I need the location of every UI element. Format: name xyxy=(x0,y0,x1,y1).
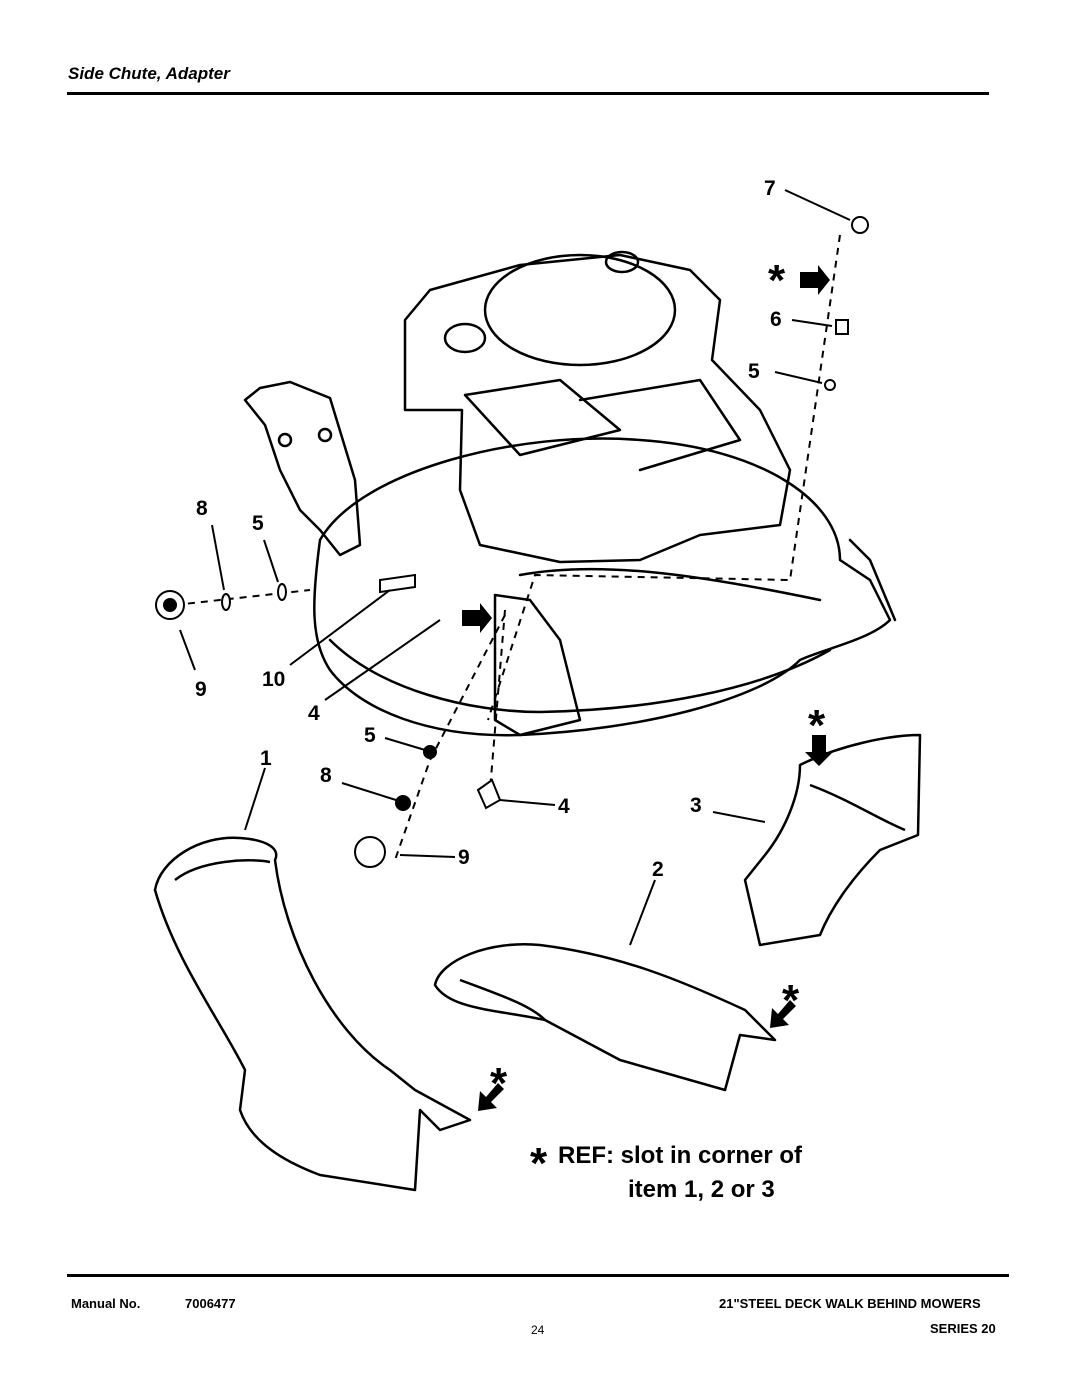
callout-5-upper: 5 xyxy=(252,512,264,535)
height-lever xyxy=(848,538,897,622)
callout-2: 2 xyxy=(652,858,664,881)
deflector-item-3 xyxy=(743,733,922,947)
ref-note-line2: item 1, 2 or 3 xyxy=(628,1176,775,1203)
svg-text:*: * xyxy=(490,1059,508,1108)
callout-4-upper: 4 xyxy=(308,702,320,725)
ref-note-line1: REF: slot in corner of xyxy=(558,1142,803,1169)
callout-4-lower: 4 xyxy=(558,795,570,818)
svg-text:*: * xyxy=(782,976,800,1025)
spacer-6 xyxy=(835,319,849,335)
callout-10: 10 xyxy=(262,668,285,691)
page-number: 24 xyxy=(531,1323,545,1337)
engine-body xyxy=(403,253,792,564)
callout-5-top: 5 xyxy=(748,360,760,383)
bolt-4-lower xyxy=(476,778,502,810)
series-label: SERIES 20 xyxy=(930,1321,996,1336)
ref-arrow-mid xyxy=(462,603,492,633)
callout-8-upper: 8 xyxy=(196,497,208,520)
washer-8-upper xyxy=(221,593,231,611)
ref-arrow-item3 xyxy=(805,735,833,766)
washer-5-lower xyxy=(423,745,437,759)
knob-9-lower xyxy=(354,836,386,868)
washer-5-top xyxy=(824,379,836,391)
page-title: Side Chute, Adapter xyxy=(68,64,230,83)
footer-divider xyxy=(67,1274,1009,1277)
oil-cap xyxy=(604,250,640,274)
ref-arrow-top xyxy=(800,265,830,295)
product-title: 21"STEEL DECK WALK BEHIND MOWERS xyxy=(719,1296,981,1311)
svg-text:*: * xyxy=(808,701,826,750)
callout-8-lower: 8 xyxy=(320,764,332,787)
ref-arrow-item1 xyxy=(478,1083,504,1111)
engine-cover-dome xyxy=(483,253,677,367)
side-plate xyxy=(243,380,362,557)
parts-diagram: * * * * 7 6 5 8 5 9 10 4 1 5 8 4 9 3 2 *… xyxy=(153,177,922,1203)
front-bracket xyxy=(493,593,582,737)
callout-1: 1 xyxy=(260,747,272,770)
callout-7: 7 xyxy=(764,177,776,200)
callout-6: 6 xyxy=(770,308,782,331)
header-divider xyxy=(67,92,989,95)
manual-number: 7006477 xyxy=(185,1296,236,1311)
ref-arrow-item2 xyxy=(770,1000,796,1028)
callout-3: 3 xyxy=(690,794,702,817)
washer-8-lower xyxy=(395,795,411,811)
adapter-item-2 xyxy=(433,943,777,1092)
callout-5-lower: 5 xyxy=(364,724,376,747)
manual-label: Manual No. xyxy=(71,1296,141,1311)
svg-text:*: * xyxy=(768,256,786,305)
washer-5-upper xyxy=(277,583,287,601)
nut-7 xyxy=(851,216,869,234)
callout-9-upper: 9 xyxy=(195,678,207,701)
side-chute-item-1 xyxy=(153,836,472,1192)
bolt-10 xyxy=(379,573,416,594)
ref-note-star: * xyxy=(530,1139,548,1188)
callout-9-lower: 9 xyxy=(458,846,470,869)
